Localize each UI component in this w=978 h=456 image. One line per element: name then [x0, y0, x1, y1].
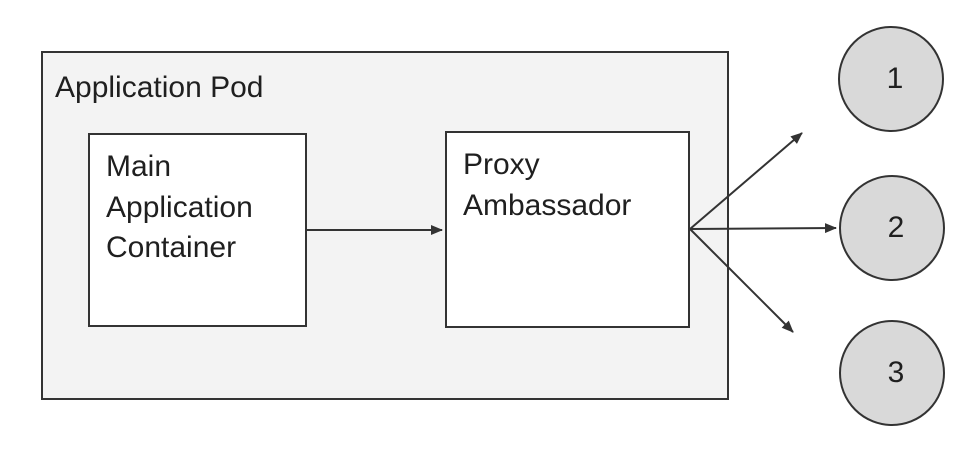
node-proxy-ambassador: Proxy Ambassador — [445, 131, 690, 328]
endpoint-circle-1: 1 — [838, 26, 944, 132]
application-pod-group: Application Pod Main Application Contain… — [41, 51, 729, 400]
endpoint-2-label: 2 — [887, 211, 905, 244]
node-main-label: Main Application Container — [106, 150, 253, 264]
endpoint-circle-3: 3 — [839, 320, 945, 426]
node-proxy-label: Proxy Ambassador — [463, 148, 632, 222]
endpoint-circle-2: 2 — [839, 175, 945, 281]
node-main-application-container: Main Application Container — [88, 133, 307, 327]
endpoint-1-label: 1 — [886, 62, 904, 95]
pod-title: Application Pod — [55, 71, 264, 104]
endpoint-3-label: 3 — [887, 356, 905, 389]
